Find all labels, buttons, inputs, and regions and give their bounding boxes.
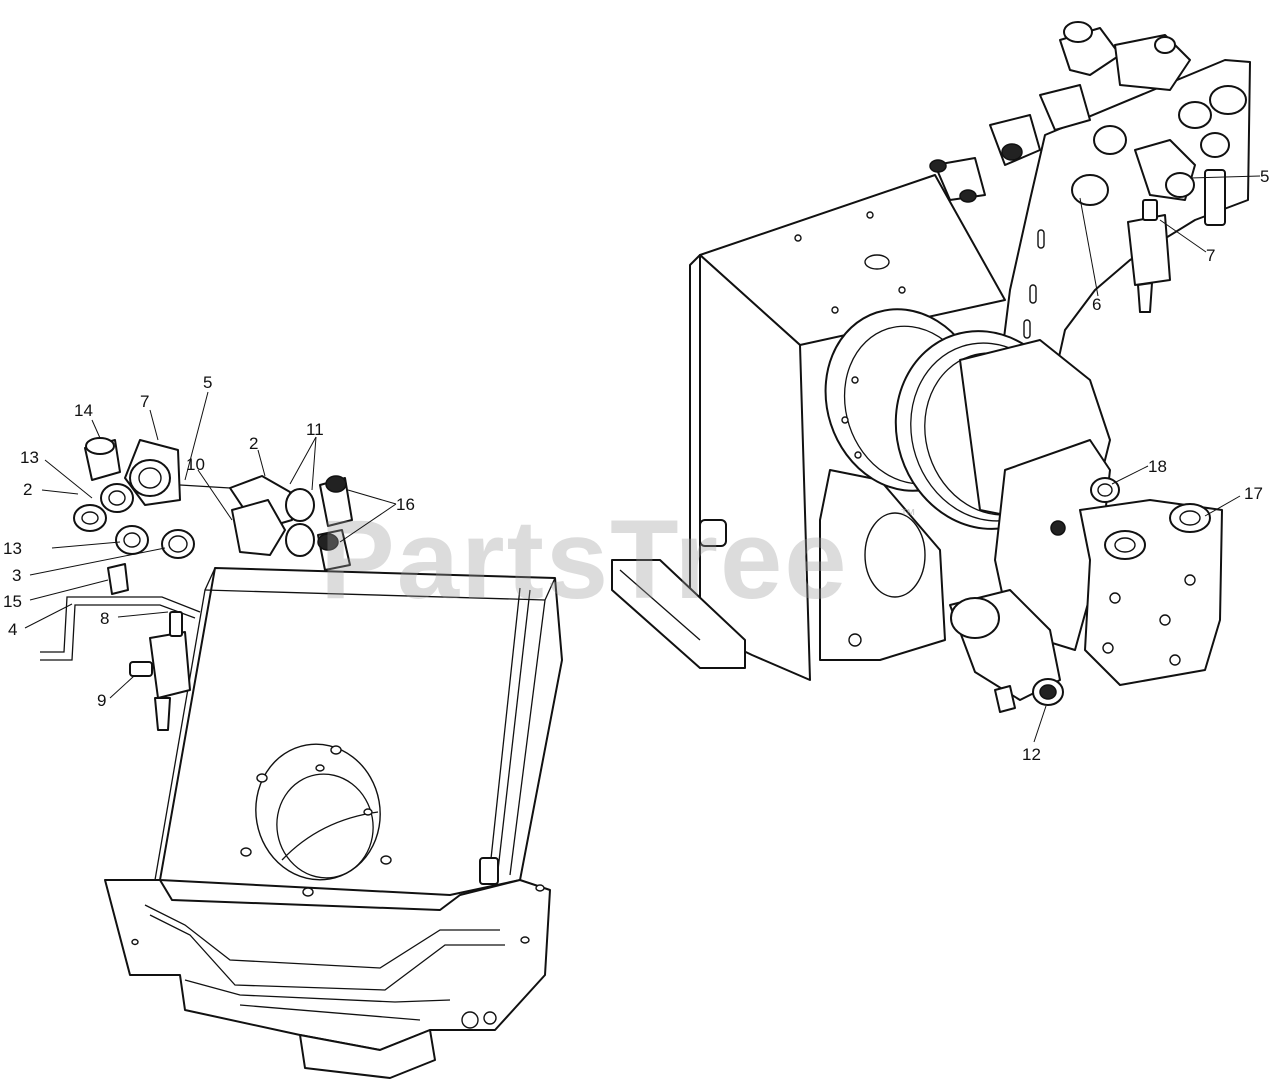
middle-elbow-fittings [229, 475, 353, 571]
watermark-text: PartsTree [320, 497, 849, 622]
callout-13: 13 [3, 539, 22, 558]
callout-labels: 14 7 5 13 2 10 2 11 16 13 3 15 4 8 9 5 7… [3, 167, 1269, 764]
left-hose-line [40, 484, 231, 661]
callout-18: 18 [1148, 457, 1167, 476]
callout-5: 5 [203, 373, 212, 392]
right-mounting-plate [999, 59, 1251, 376]
callout-16: 16 [396, 495, 415, 514]
watermark: PartsTree ™ [320, 497, 916, 622]
callout-11: 11 [306, 420, 324, 439]
callout-7: 7 [1206, 246, 1215, 265]
callout-7: 7 [140, 392, 149, 411]
callout-5: 5 [1260, 167, 1269, 186]
callout-15: 15 [3, 592, 22, 611]
callout-3: 3 [12, 566, 21, 585]
callout-17: 17 [1244, 484, 1263, 503]
leader-lines [24, 175, 1261, 743]
callout-9: 9 [97, 691, 106, 710]
left-pump-housing [104, 567, 563, 1079]
left-pressure-valve [129, 611, 191, 731]
callout-14: 14 [74, 401, 93, 420]
watermark-trademark: ™ [900, 507, 916, 524]
callout-6: 6 [1092, 295, 1101, 314]
callout-2: 2 [249, 434, 258, 453]
callout-12: 12 [1022, 745, 1041, 764]
callout-8: 8 [100, 609, 109, 628]
left-fittings-cluster [73, 437, 195, 595]
right-lower-fitting [949, 589, 1064, 713]
callout-10: 10 [186, 455, 205, 474]
callout-2: 2 [23, 480, 32, 499]
right-upper-fittings [929, 21, 1247, 313]
callout-4: 4 [8, 620, 17, 639]
callout-13: 13 [20, 448, 39, 467]
right-gearbox-housing [611, 174, 1006, 681]
